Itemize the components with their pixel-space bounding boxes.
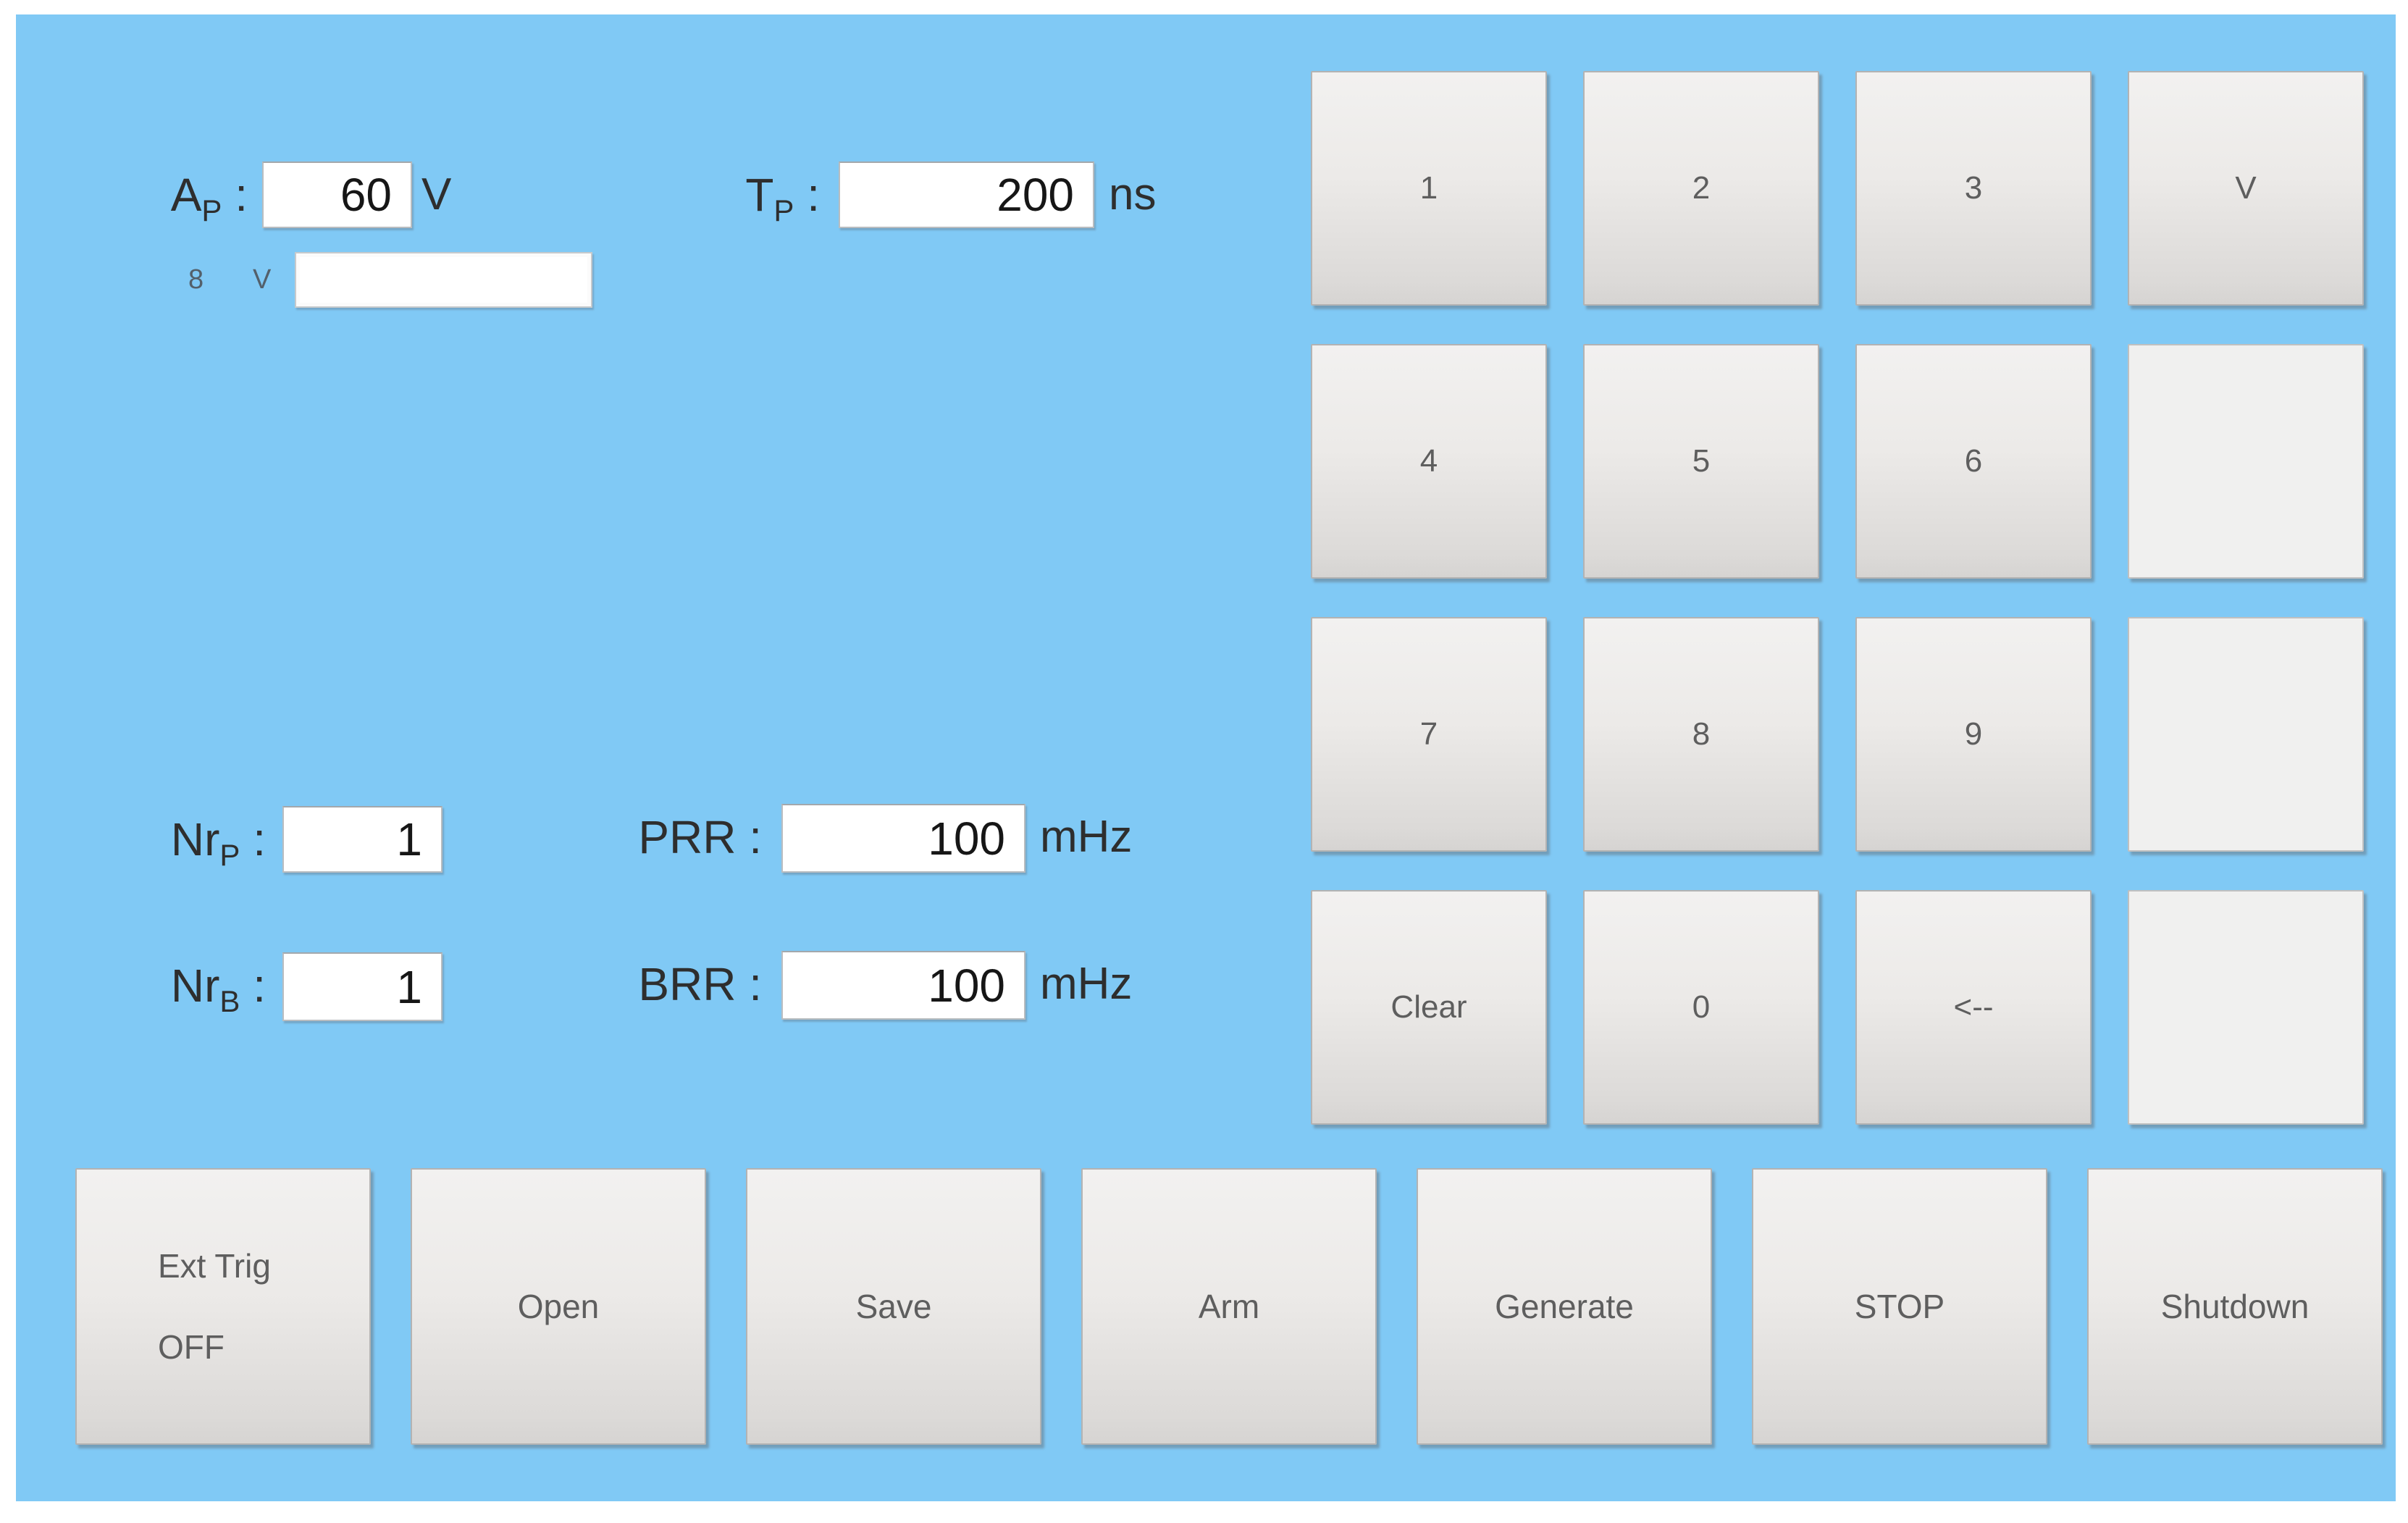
key-backspace[interactable]: <-- bbox=[1855, 890, 2092, 1125]
numeric-keypad: 1 2 3 V 4 5 6 7 8 9 Clear 0 <-- bbox=[1311, 71, 2364, 1125]
action-button-row: Ext Trig OFF Open Save Arm Generate STOP… bbox=[75, 1168, 2383, 1445]
key-blank-2 bbox=[2128, 617, 2364, 852]
nrb-input[interactable] bbox=[282, 952, 442, 1021]
prr-label: PRR : bbox=[638, 811, 762, 863]
open-button[interactable]: Open bbox=[411, 1168, 706, 1445]
ap-input[interactable] bbox=[262, 161, 412, 228]
brr-label: BRR : bbox=[638, 958, 762, 1010]
key-V[interactable]: V bbox=[2128, 71, 2364, 306]
key-2[interactable]: 2 bbox=[1583, 71, 1819, 306]
nrp-input[interactable] bbox=[282, 806, 442, 873]
brr-input[interactable] bbox=[781, 951, 1025, 1020]
key-8[interactable]: 8 bbox=[1583, 617, 1819, 852]
key-7[interactable]: 7 bbox=[1311, 617, 1547, 852]
key-6[interactable]: 6 bbox=[1855, 344, 2092, 579]
monitor-display-field bbox=[295, 252, 592, 308]
key-blank-3 bbox=[2128, 890, 2364, 1125]
stop-button[interactable]: STOP bbox=[1752, 1168, 2047, 1445]
tp-label: TP : bbox=[745, 169, 820, 227]
key-blank-1 bbox=[2128, 344, 2364, 579]
monitor-unit-label: V bbox=[253, 264, 272, 295]
key-5[interactable]: 5 bbox=[1583, 344, 1819, 579]
ext-trig-label: Ext Trig bbox=[158, 1247, 271, 1285]
key-0[interactable]: 0 bbox=[1583, 890, 1819, 1125]
arm-button[interactable]: Arm bbox=[1081, 1168, 1377, 1445]
tp-unit: ns bbox=[1109, 169, 1157, 219]
ext-trig-state: OFF bbox=[158, 1328, 225, 1366]
prr-input[interactable] bbox=[781, 804, 1025, 873]
brr-unit: mHz bbox=[1040, 959, 1133, 1009]
nrp-label: NrP : bbox=[170, 813, 266, 872]
nrb-label: NrB : bbox=[170, 960, 266, 1018]
ext-trig-button[interactable]: Ext Trig OFF bbox=[75, 1168, 371, 1445]
key-9[interactable]: 9 bbox=[1855, 617, 2092, 852]
ap-unit: V bbox=[421, 169, 452, 219]
key-3[interactable]: 3 bbox=[1855, 71, 2092, 306]
tp-input[interactable] bbox=[839, 161, 1094, 228]
save-button[interactable]: Save bbox=[746, 1168, 1041, 1445]
main-panel: AP : V 8 V TP : ns NrP : PRR : mHz NrB :… bbox=[16, 14, 2396, 1501]
monitor-value-label: 8 bbox=[188, 264, 204, 295]
key-1[interactable]: 1 bbox=[1311, 71, 1547, 306]
generate-button[interactable]: Generate bbox=[1417, 1168, 1712, 1445]
prr-unit: mHz bbox=[1040, 812, 1133, 862]
key-4[interactable]: 4 bbox=[1311, 344, 1547, 579]
shutdown-button[interactable]: Shutdown bbox=[2087, 1168, 2383, 1445]
ap-label: AP : bbox=[170, 169, 248, 227]
key-clear[interactable]: Clear bbox=[1311, 890, 1547, 1125]
